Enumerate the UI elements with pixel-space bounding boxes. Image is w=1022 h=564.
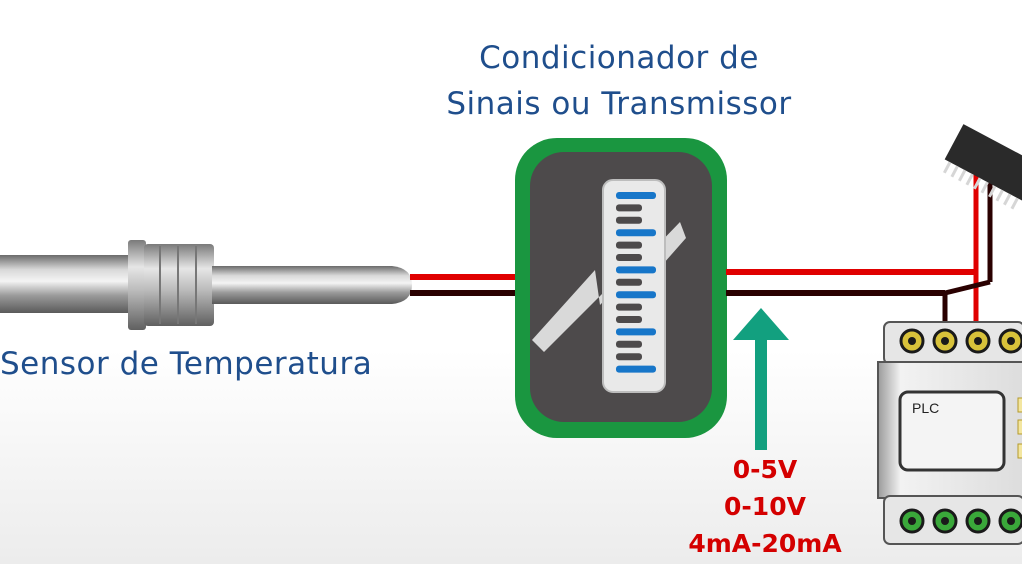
signal-range-label: 0-10V bbox=[724, 492, 806, 521]
plc-display bbox=[898, 390, 1006, 472]
scale-bar bbox=[616, 241, 642, 249]
temperature-sensor bbox=[0, 240, 412, 330]
scale-bar bbox=[616, 328, 656, 336]
conditioner-title-line1: Condicionador de bbox=[479, 40, 759, 76]
sensor-rod bbox=[0, 255, 135, 313]
scale-bar bbox=[616, 303, 642, 311]
signal-range-label: 4mA-20mA bbox=[688, 529, 842, 558]
scale-bar bbox=[616, 216, 642, 224]
sensor-label: Sensor de Temperatura bbox=[0, 346, 373, 382]
lightning-bolt-icon bbox=[532, 222, 686, 352]
microchip-icon bbox=[943, 124, 1022, 210]
scale-bar bbox=[616, 316, 642, 323]
scale-bar bbox=[616, 192, 656, 199]
scale-bar bbox=[616, 291, 656, 299]
conditioner-title-line2: Sinais ou Transmissor bbox=[446, 86, 792, 122]
signal-conditioner bbox=[515, 138, 727, 438]
sensor-sheath bbox=[212, 266, 377, 304]
plc-unit bbox=[877, 321, 1022, 545]
plc-label: PLC bbox=[912, 400, 940, 416]
scale-bar bbox=[616, 229, 656, 237]
scale-bar bbox=[616, 278, 642, 286]
sensor-tip bbox=[372, 266, 412, 304]
signal-arrow bbox=[733, 308, 789, 450]
sensor-fitting-ring bbox=[128, 240, 146, 330]
scale-bar bbox=[616, 340, 642, 348]
scale-bar bbox=[616, 266, 656, 274]
scale-bar bbox=[616, 254, 642, 261]
scale-bar bbox=[616, 353, 642, 361]
plc-terminal-screws bbox=[899, 328, 1022, 534]
signal-range-label: 0-5V bbox=[732, 455, 798, 484]
scale-bars bbox=[616, 192, 656, 373]
scale-bar bbox=[616, 365, 656, 373]
scale-bar bbox=[616, 204, 642, 212]
